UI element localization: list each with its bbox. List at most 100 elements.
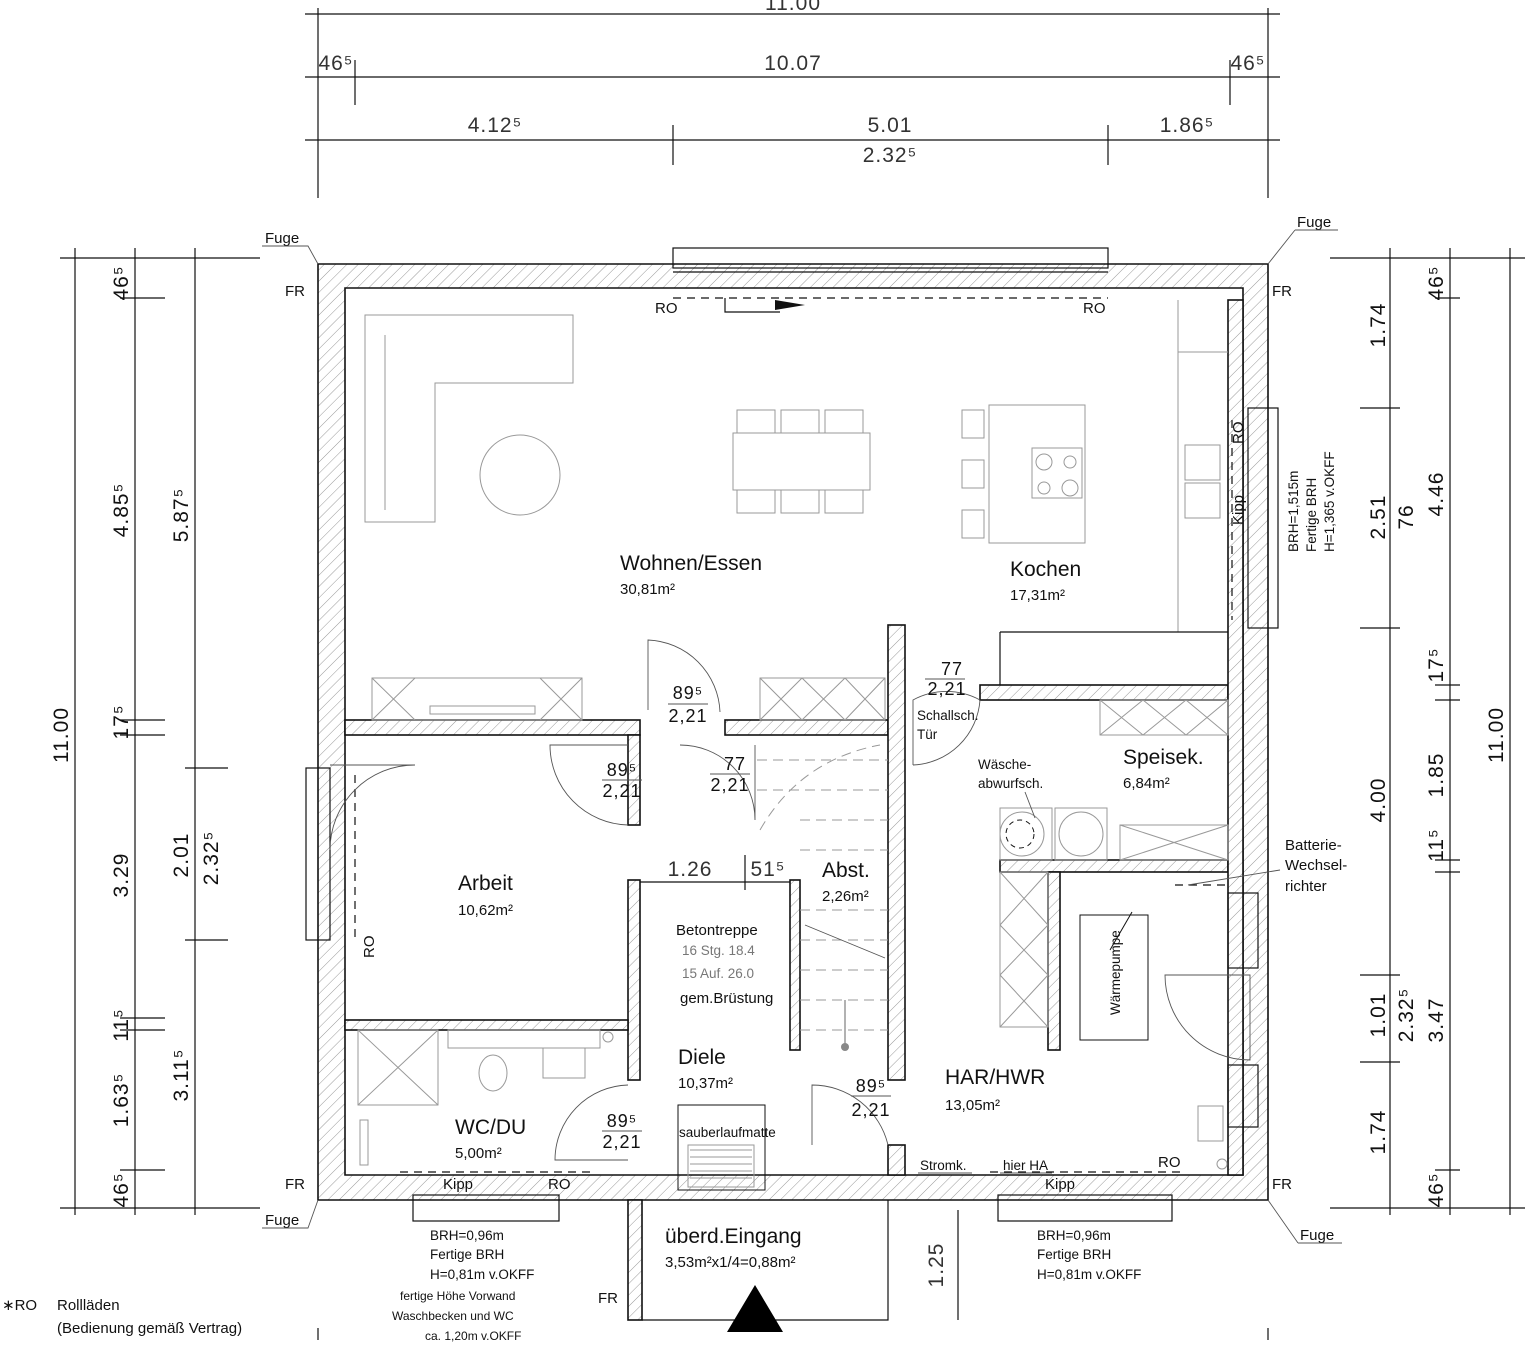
- dim-top-left-wall: 46⁵: [318, 52, 353, 75]
- room-kochen-name: Kochen: [1010, 558, 1081, 581]
- room-eingang-name: überd.Eingang: [665, 1225, 802, 1248]
- dim-right-c1: 46⁵: [1425, 265, 1448, 300]
- dim-top-seg2: 5.01: [868, 114, 913, 137]
- window-note: Fertige BRH: [1304, 478, 1319, 552]
- label-sauberlaufmatte: sauberlaufmatte: [679, 1125, 776, 1140]
- door-swings: [329, 639, 1251, 1161]
- legend: ∗RO Rollläden (Bedienung gemäß Vertrag): [2, 1297, 242, 1337]
- stair-title: Betontreppe: [676, 922, 758, 939]
- window-note: Fertige BRH: [1037, 1247, 1111, 1262]
- room-kochen-area: 17,31m²: [1010, 587, 1065, 604]
- door-width: 89⁵: [673, 683, 703, 703]
- room-wc-name: WC/DU: [455, 1116, 526, 1139]
- dim-top-seg3: 1.86⁵: [1160, 114, 1215, 137]
- door-labels: 89⁵ 2,21 89⁵ 2,21 77 2,21 89⁵ 2,21 89⁵ 2…: [602, 659, 966, 1152]
- dim-left-a5: 11⁵: [110, 1008, 133, 1042]
- label-fr: FR: [1272, 1176, 1292, 1193]
- windows: [305, 247, 1279, 1222]
- dim-right-c4: 1.85: [1425, 753, 1448, 798]
- dim-left-a4: 3.29: [110, 853, 133, 898]
- label-ro: RO: [548, 1176, 571, 1193]
- label-waermepumpe: Wärmepumpe: [1108, 930, 1123, 1015]
- door-height: 2,21: [668, 706, 707, 726]
- room-har-name: HAR/HWR: [945, 1066, 1045, 1089]
- annotations: Fuge Fuge Fuge Fuge FR FR FR FR FR RO RO…: [262, 214, 1347, 1343]
- label-batterie: Batterie-: [1285, 837, 1342, 854]
- door-width: 89⁵: [607, 1111, 637, 1131]
- label-schallschutz: Schallsch.: [917, 708, 979, 723]
- label-tuer: Tür: [917, 727, 938, 742]
- window-note: H=0,81m v.OKFF: [1037, 1267, 1141, 1282]
- label-fr: FR: [285, 1176, 305, 1193]
- label-kipp: Kipp: [1230, 495, 1247, 525]
- window-note: Waschbecken und WC: [392, 1309, 514, 1323]
- label-kipp: Kipp: [443, 1176, 473, 1193]
- room-wohnen-name: Wohnen/Essen: [620, 552, 762, 575]
- room-arbeit-area: 10,62m²: [458, 902, 513, 919]
- window-note: BRH=1,515m: [1286, 471, 1301, 552]
- window-note: fertige Höhe Vorwand: [400, 1289, 515, 1303]
- room-diele-area: 10,37m²: [678, 1075, 733, 1092]
- dim-left-a7: 46⁵: [110, 1172, 133, 1207]
- dim-stair-2: 51⁵: [750, 858, 785, 881]
- dim-top-total: 11.00: [765, 0, 821, 15]
- label-waesche: abwurfsch.: [978, 776, 1043, 791]
- dim-right-total: 11.00: [1485, 707, 1508, 763]
- label-fr: FR: [1272, 283, 1292, 300]
- dim-right-c6: 3.47: [1425, 998, 1448, 1043]
- window-note: BRH=0,96m: [1037, 1228, 1111, 1243]
- dim-right-b1: 76: [1395, 504, 1418, 529]
- dim-right-c3: 17⁵: [1425, 647, 1448, 682]
- door-height: 2,21: [710, 775, 749, 795]
- label-hausanschluss: hier HA: [1003, 1158, 1048, 1173]
- dim-right-a2: 2.51: [1367, 495, 1390, 540]
- door-width: 89⁵: [607, 760, 637, 780]
- dim-left-total: 11.00: [50, 707, 73, 763]
- dim-right-c7: 46⁵: [1425, 1172, 1448, 1207]
- dim-left-a2: 4.85⁵: [110, 483, 133, 538]
- dim-left-b1: 5.87⁵: [170, 488, 193, 543]
- label-kipp: Kipp: [1045, 1176, 1075, 1193]
- label-fuge: Fuge: [265, 230, 299, 247]
- room-wohnen-area: 30,81m²: [620, 581, 675, 598]
- left-dimensions: 11.00 46⁵ 4.85⁵ 17⁵ 3.29 11⁵ 1.63⁵ 46⁵ 5…: [50, 265, 223, 1207]
- dim-right-b2: 2.32⁵: [1395, 988, 1418, 1043]
- window-note: Fertige BRH: [430, 1247, 504, 1262]
- label-fr: FR: [285, 283, 305, 300]
- room-speisek-area: 6,84m²: [1123, 775, 1170, 792]
- furniture: [357, 300, 1229, 1191]
- label-fuge: Fuge: [1297, 214, 1331, 231]
- dim-left-a6: 1.63⁵: [110, 1073, 133, 1128]
- label-fuge: Fuge: [1300, 1227, 1334, 1244]
- dim-top-opening: 2.32⁵: [863, 144, 918, 167]
- legend-note: (Bedienung gemäß Vertrag): [57, 1320, 242, 1337]
- label-fuge: Fuge: [265, 1212, 299, 1229]
- room-wc-area: 5,00m²: [455, 1145, 502, 1162]
- dim-right-a1: 1.74: [1367, 303, 1390, 348]
- dim-top-right-wall: 46⁵: [1230, 52, 1265, 75]
- entrance-arrow-icon: [727, 1285, 783, 1332]
- room-abst-name: Abst.: [822, 859, 870, 882]
- door-height: 2,21: [927, 679, 966, 699]
- dim-left-a3: 17⁵: [110, 704, 133, 739]
- door-width: 89⁵: [856, 1076, 886, 1096]
- door-width: 77: [941, 659, 963, 679]
- label-ro: RO: [1083, 300, 1106, 317]
- label-waesche: Wäsche-: [978, 757, 1031, 772]
- room-arbeit-name: Arbeit: [458, 872, 513, 895]
- dim-entrance-depth: 1.25: [925, 1243, 948, 1288]
- stair: [757, 744, 888, 1031]
- dimension-lines: [60, 8, 1525, 1340]
- dim-right-c5: 11⁵: [1425, 828, 1448, 862]
- door-height: 2,21: [602, 1132, 641, 1152]
- room-abst-area: 2,26m²: [822, 888, 869, 905]
- door-width: 77: [724, 754, 746, 774]
- label-ro: RO: [1230, 422, 1247, 445]
- room-eingang-area: 3,53m²x1/4=0,88m²: [665, 1254, 795, 1271]
- door-height: 2,21: [851, 1100, 890, 1120]
- window-note: H=0,81m v.OKFF: [430, 1267, 534, 1282]
- label-fr: FR: [598, 1290, 618, 1307]
- window-note: ca. 1,20m v.OKFF: [425, 1329, 521, 1343]
- stair-steps: 16 Stg. 18.4: [682, 943, 755, 958]
